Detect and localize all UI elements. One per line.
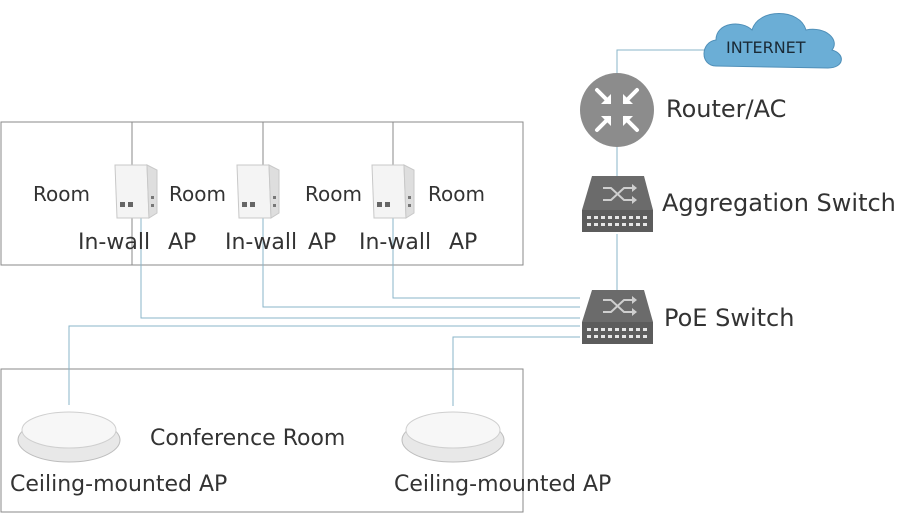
router-icon [580, 73, 654, 147]
room-boxes [0, 121, 524, 513]
in-wall-label: In-wall [78, 230, 151, 255]
in-wall-label: In-wall [359, 230, 432, 255]
room-label: Room [428, 182, 485, 206]
ceiling-ap-icon [17, 411, 121, 463]
link-ceiling2-poe [452, 336, 580, 406]
ceiling-ap-label: Ceiling-mounted AP [10, 472, 228, 497]
conference-room-outline [0, 368, 524, 513]
link-ap2-poe [262, 215, 580, 308]
poe-switch-icon [582, 290, 653, 344]
link-ap1-poe [140, 215, 580, 319]
room-label: Room [305, 182, 362, 206]
network-links [68, 49, 712, 406]
router-label: Router/AC [666, 95, 787, 123]
internet-label: INTERNET [726, 38, 806, 57]
internet-cloud-icon [703, 13, 842, 69]
in-wall-ap-icon [236, 164, 280, 219]
poe-switch-label: PoE Switch [664, 304, 795, 332]
link-ap3-poe [392, 215, 580, 299]
room-label: Room [169, 182, 226, 206]
ap-label: AP [308, 230, 337, 255]
in-wall-label: In-wall [225, 230, 298, 255]
aggregation-switch-icon [582, 176, 653, 232]
conference-room-label: Conference Room [150, 426, 346, 451]
ceiling-ap-icon [401, 411, 505, 463]
ap-label: AP [168, 230, 197, 255]
in-wall-ap-icon [114, 164, 158, 219]
ceiling-ap-label: Ceiling-mounted AP [394, 472, 612, 497]
aggregation-switch-label: Aggregation Switch [662, 189, 896, 217]
room-label: Room [33, 182, 90, 206]
in-wall-ap-icon [371, 164, 415, 219]
ap-label: AP [449, 230, 478, 255]
link-ceiling1-poe [68, 325, 580, 405]
rooms-outline [0, 121, 524, 266]
